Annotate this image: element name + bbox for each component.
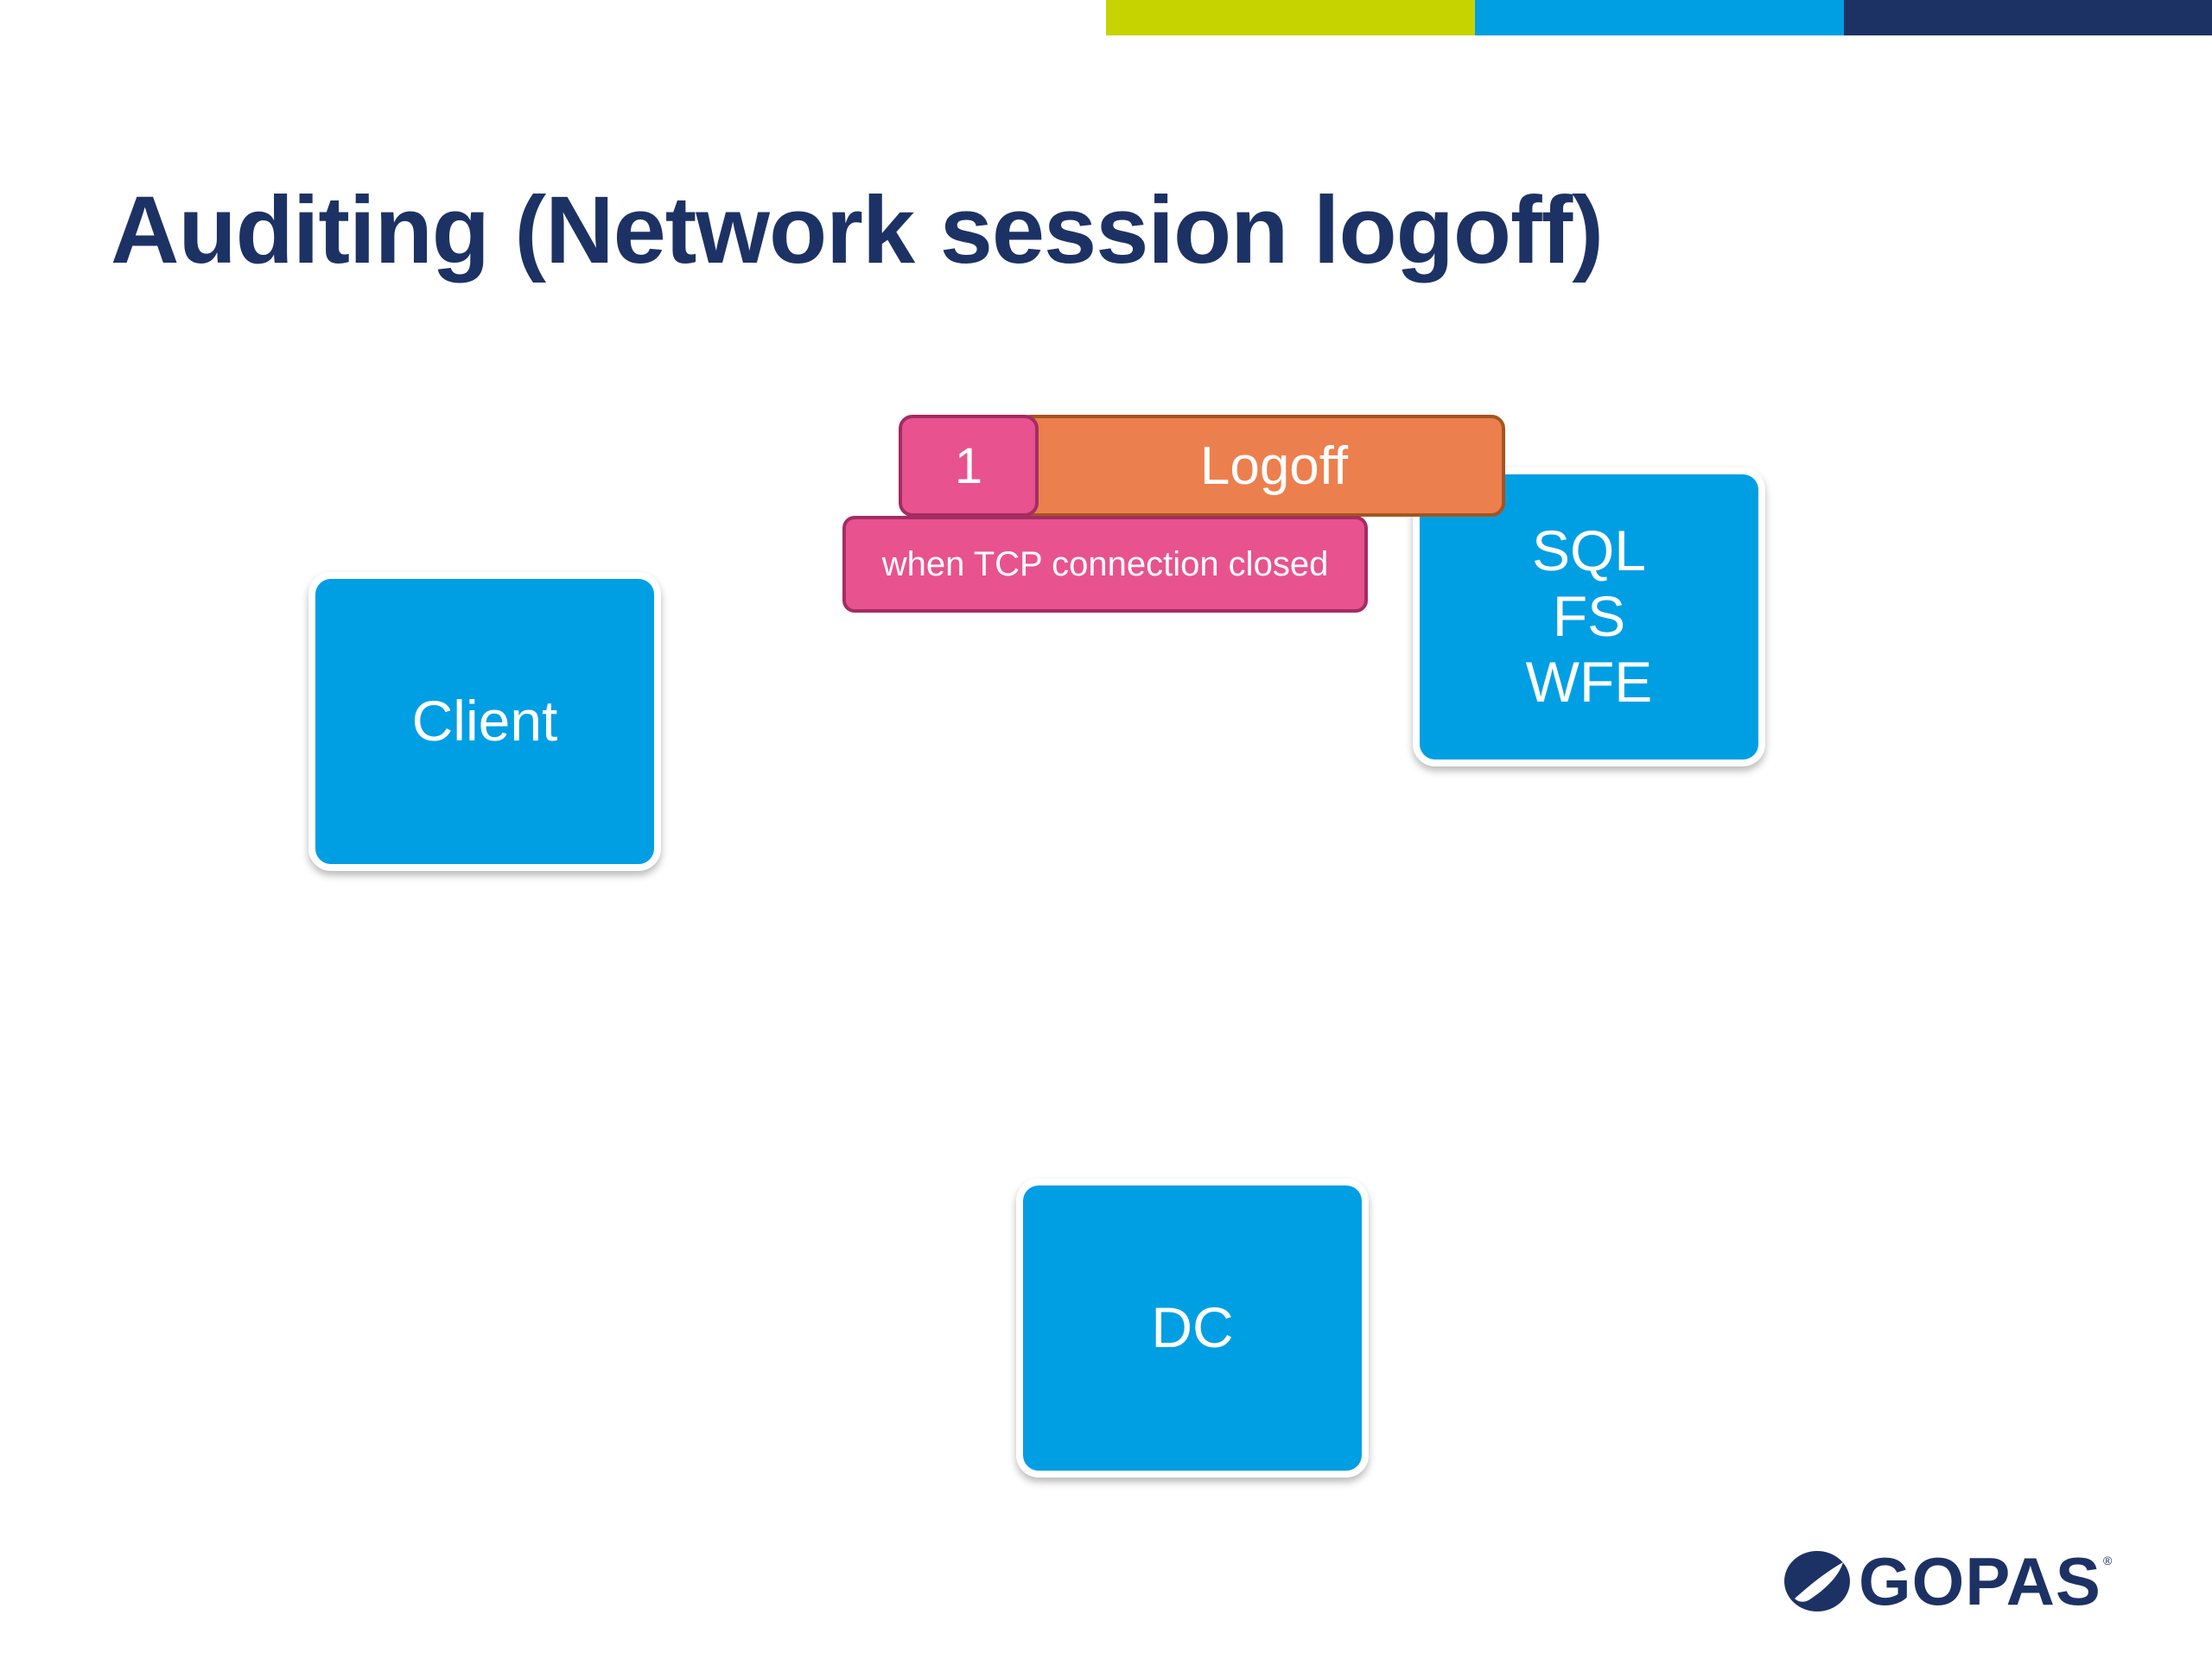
server-node-label-fs: FS [1552,584,1626,649]
server-node: SQL FS WFE [1413,467,1765,766]
gopas-logo-icon [1784,1551,1850,1611]
stripe-blue [1475,0,1844,35]
server-node-label-sql: SQL [1531,518,1647,583]
message-note: when TCP connection closed [881,545,1329,583]
message-number: 1 [954,437,983,494]
logo-registered-mark: ® [2102,1554,2113,1567]
stripe-green [1106,0,1475,35]
gopas-logo: GOPAS ® [1783,1547,2112,1616]
stripe-navy [1844,0,2212,35]
message-note-box: when TCP connection closed [842,516,1368,613]
logo-text: GOPAS [1859,1543,2101,1619]
client-node-label: Client [411,689,558,753]
slide-title: Auditing (Network session logoff) [111,177,1604,283]
server-node-label-wfe: WFE [1525,649,1653,714]
message-name: Logoff [1199,435,1349,496]
client-node: Client [308,572,661,871]
dc-node: DC [1016,1179,1369,1478]
message-name-box: Logoff [1017,415,1505,517]
message-number-box: 1 [899,415,1039,517]
dc-node-label: DC [1151,1295,1234,1360]
